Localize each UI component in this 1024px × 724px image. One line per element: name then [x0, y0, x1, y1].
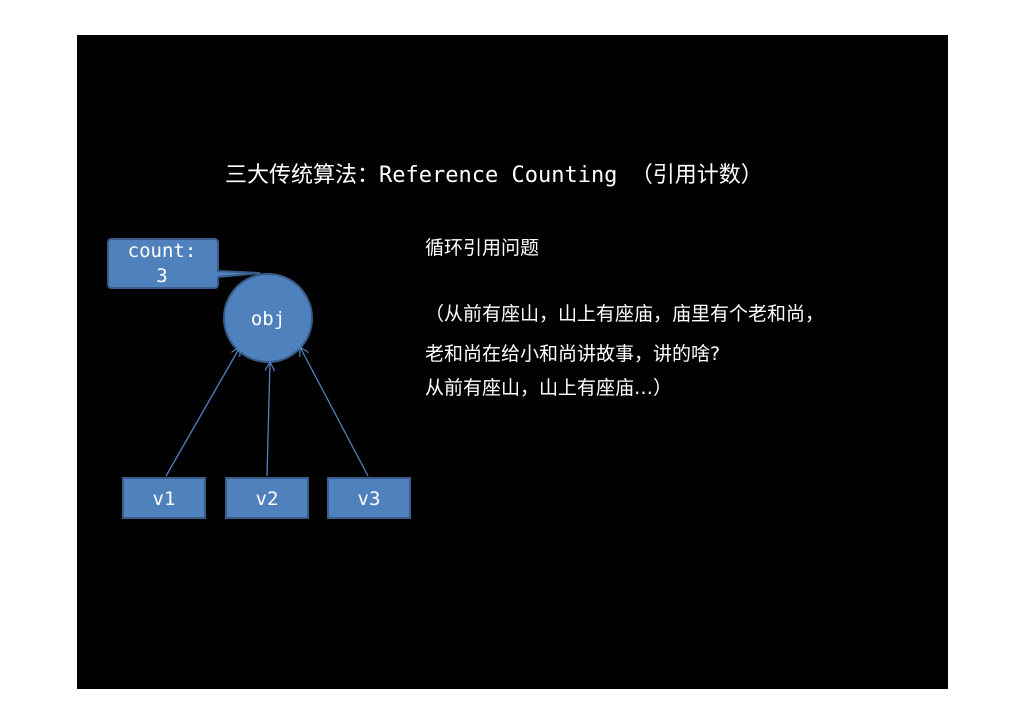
description-line-3: 从前有座山，山上有座庙…） [425, 377, 673, 399]
reference-label-v3: v3 [358, 488, 381, 510]
reference-label-v1: v1 [153, 488, 176, 510]
arrow-v1-to-obj [165, 347, 240, 477]
object-label: obj [251, 308, 285, 330]
reference-label-v2: v2 [256, 488, 279, 510]
reference-node-v1 [122, 477, 206, 519]
title-prefix: 三大传统算法： [225, 163, 380, 188]
count-callout [107, 238, 261, 289]
arrow-v3-to-obj [300, 347, 369, 477]
count-label-line1: count: [128, 240, 197, 262]
title-suffix: （引用计数） [630, 163, 763, 188]
reference-node-v2 [225, 477, 309, 519]
description-heading: 循环引用问题 [425, 237, 540, 259]
reference-node-v3 [327, 477, 411, 519]
reference-diagram: count: 3 obj v1 v2 v3 [107, 238, 411, 519]
description-line-1: （从前有座山，山上有座庙，庙里有个老和尚， [425, 303, 825, 325]
slide-title: 三大传统算法：Reference Counting （引用计数） [225, 161, 763, 191]
title-main: Reference Counting [379, 163, 618, 188]
arrow-v2-to-obj [267, 362, 270, 477]
description-line-2: 老和尚在给小和尚讲故事，讲的啥? [425, 343, 721, 365]
count-label-line2: 3 [156, 265, 167, 287]
slide-background: 三大传统算法：Reference Counting （引用计数） count: … [77, 35, 948, 689]
